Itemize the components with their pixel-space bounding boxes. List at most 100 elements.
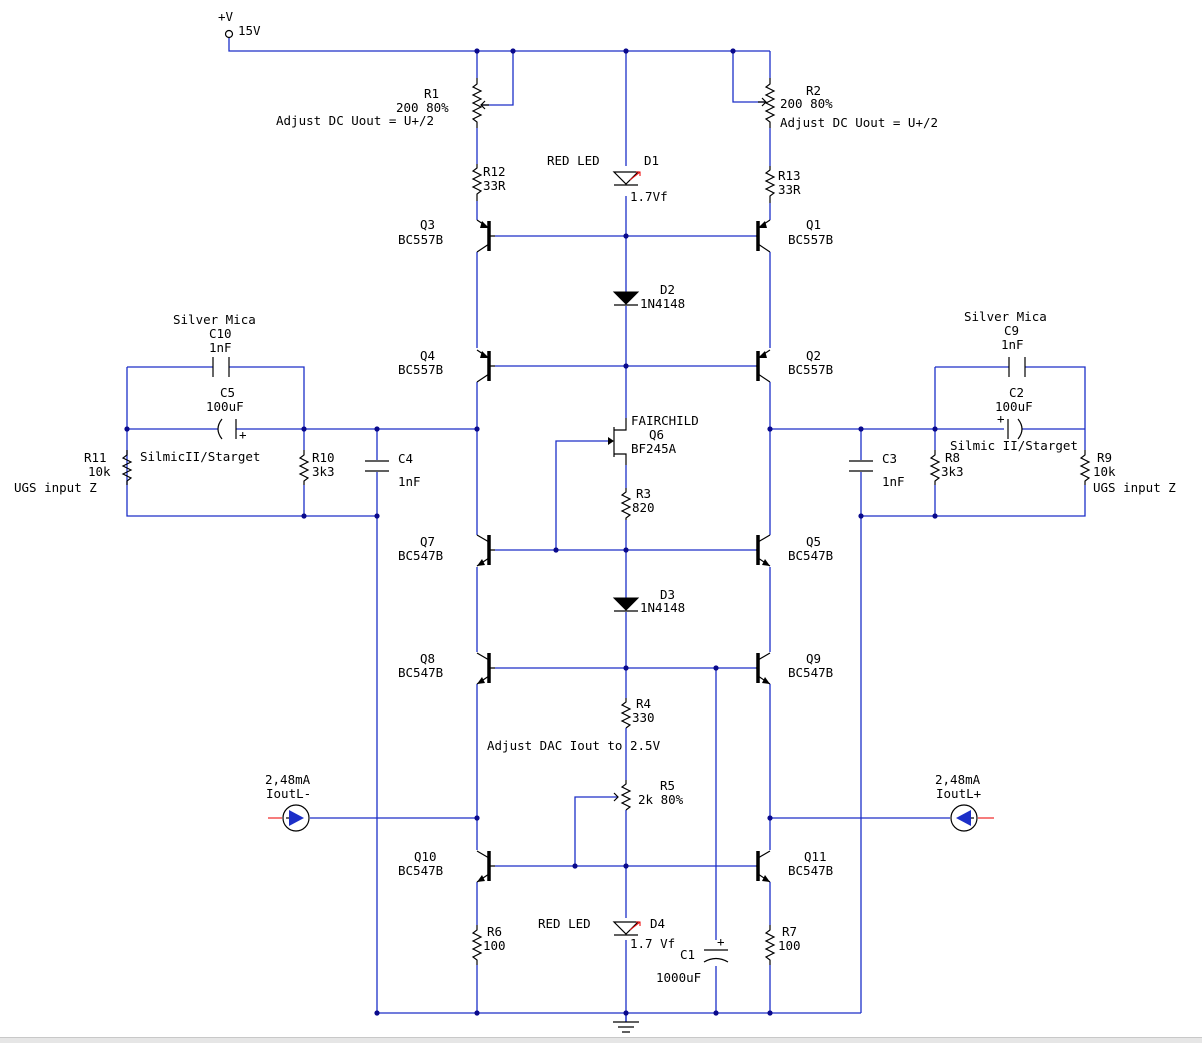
r9-ref: R9 [1097,450,1112,465]
c1-ref: C1 [680,947,695,962]
resistor-r10: R10 3k3 [298,450,335,485]
c5-value: 100uF [206,399,244,414]
d1-value: 1.7Vf [630,189,668,204]
q10-ref: Q10 [414,849,437,864]
source-left-name: IoutL- [266,786,311,801]
d1-ref: D1 [644,153,659,168]
r5-value: 2k 80% [638,792,684,807]
c5-ref: C5 [220,385,235,400]
c1-value: 1000uF [656,970,701,985]
q6-maker: FAIRCHILD [631,413,699,428]
q9-ref: Q9 [806,651,821,666]
r4-ref: R4 [636,696,651,711]
q11-ref: Q11 [804,849,827,864]
r2-value: 200 80% [780,96,833,111]
q7-ref: Q7 [420,534,435,549]
transistor-q8: Q8 BC547B [398,651,495,685]
capacitor-c9: Silver Mica C9 1nF [964,309,1047,377]
q5-ref: Q5 [806,534,821,549]
r7-ref: R7 [782,924,797,939]
c4-value: 1nF [398,474,421,489]
c10-value: 1nF [209,340,232,355]
r10-value: 3k3 [312,464,335,479]
transistor-q1: Q1 BC557B [756,217,833,253]
r13-ref: R13 [778,168,801,183]
resistor-r8: R8 3k3 [929,450,964,485]
c10-note: Silver Mica [173,312,256,327]
r5-ref: R5 [660,778,675,793]
c5-polarity: + [239,427,247,442]
r8-value: 3k3 [941,464,964,479]
c5-note: SilmicII/Starget [140,449,260,464]
source-right-value: 2,48mA [935,772,981,787]
q11-value: BC547B [788,863,833,878]
c9-note: Silver Mica [964,309,1047,324]
d3-ref: D3 [660,587,675,602]
capacitor-c5: + C5 100uF SilmicII/Starget [140,385,260,464]
resistor-r13: R13 33R [764,166,801,203]
q1-value: BC557B [788,232,833,247]
r12-value: 33R [483,178,506,193]
q3-ref: Q3 [420,217,435,232]
r1-value: 200 80% [396,100,449,115]
r7-value: 100 [778,938,801,953]
diode-d3: D3 1N4148 [612,587,685,615]
r9-value: 10k [1093,464,1116,479]
transistor-q7: Q7 BC547B [398,534,495,567]
resistor-r7: R7 100 [764,924,801,965]
resistor-r11: R11 10k UGS input Z [14,450,133,495]
q1-ref: Q1 [806,217,821,232]
r9-note: UGS input Z [1093,480,1176,495]
q7-value: BC547B [398,548,443,563]
d3-value: 1N4148 [640,600,685,615]
q8-ref: Q8 [420,651,435,666]
led-d4: RED LED D4 1.7 Vf [538,916,675,951]
r3-value: 820 [632,500,655,515]
resistor-r4: R4 330 Adjust DAC Iout to 2.5V [487,696,661,753]
q4-value: BC557B [398,362,443,377]
r1-note: Adjust DC Uout = U+/2 [276,113,434,128]
q5-value: BC547B [788,548,833,563]
r11-note: UGS input Z [14,480,97,495]
r13-value: 33R [778,182,801,197]
r8-ref: R8 [945,450,960,465]
r4-value: 330 [632,710,655,725]
q2-ref: Q2 [806,348,821,363]
q2-value: BC557B [788,362,833,377]
status-bar [0,1037,1202,1043]
current-source-right: 2,48mA IoutL+ [935,772,994,832]
transistor-q3: Q3 BC557B [398,217,495,253]
junction-dots [124,48,938,1016]
led-d1: RED LED D1 1.7Vf [547,153,668,204]
c2-value: 100uF [995,399,1033,414]
transistor-q5: Q5 BC547B [756,534,833,567]
r3-ref: R3 [636,486,651,501]
r6-ref: R6 [487,924,502,939]
source-right-name: IoutL+ [936,786,981,801]
current-source-left: 2,48mA IoutL- [265,772,311,832]
resistor-r2: R2 200 80% Adjust DC Uout = U+/2 [758,78,938,130]
q3-value: BC557B [398,232,443,247]
ground-symbol [613,1021,639,1033]
capacitor-c10: Silver Mica C10 1nF [173,312,256,377]
supply-terminal: +V 15V [218,9,261,39]
capacitor-c1: + C1 1000uF [656,934,729,985]
c2-note: Silmic II/Starget [950,438,1078,453]
q10-value: BC547B [398,863,443,878]
c4-ref: C4 [398,451,413,466]
resistor-r1: R1 200 80% Adjust DC Uout = U+/2 [276,78,489,128]
transistor-q10: Q10 BC547B [398,849,495,883]
resistor-r3: R3 820 [620,486,655,520]
source-left-value: 2,48mA [265,772,311,787]
transistor-q9: Q9 BC547B [756,651,833,685]
d1-type: RED LED [547,153,600,168]
r11-ref: R11 [84,450,107,465]
supply-symbol: +V [218,9,234,24]
r6-value: 100 [483,938,506,953]
diode-d2: D2 1N4148 [612,282,685,311]
q8-value: BC547B [398,665,443,680]
r10-ref: R10 [312,450,335,465]
resistor-r12: R12 33R [471,164,506,201]
d4-type: RED LED [538,916,591,931]
